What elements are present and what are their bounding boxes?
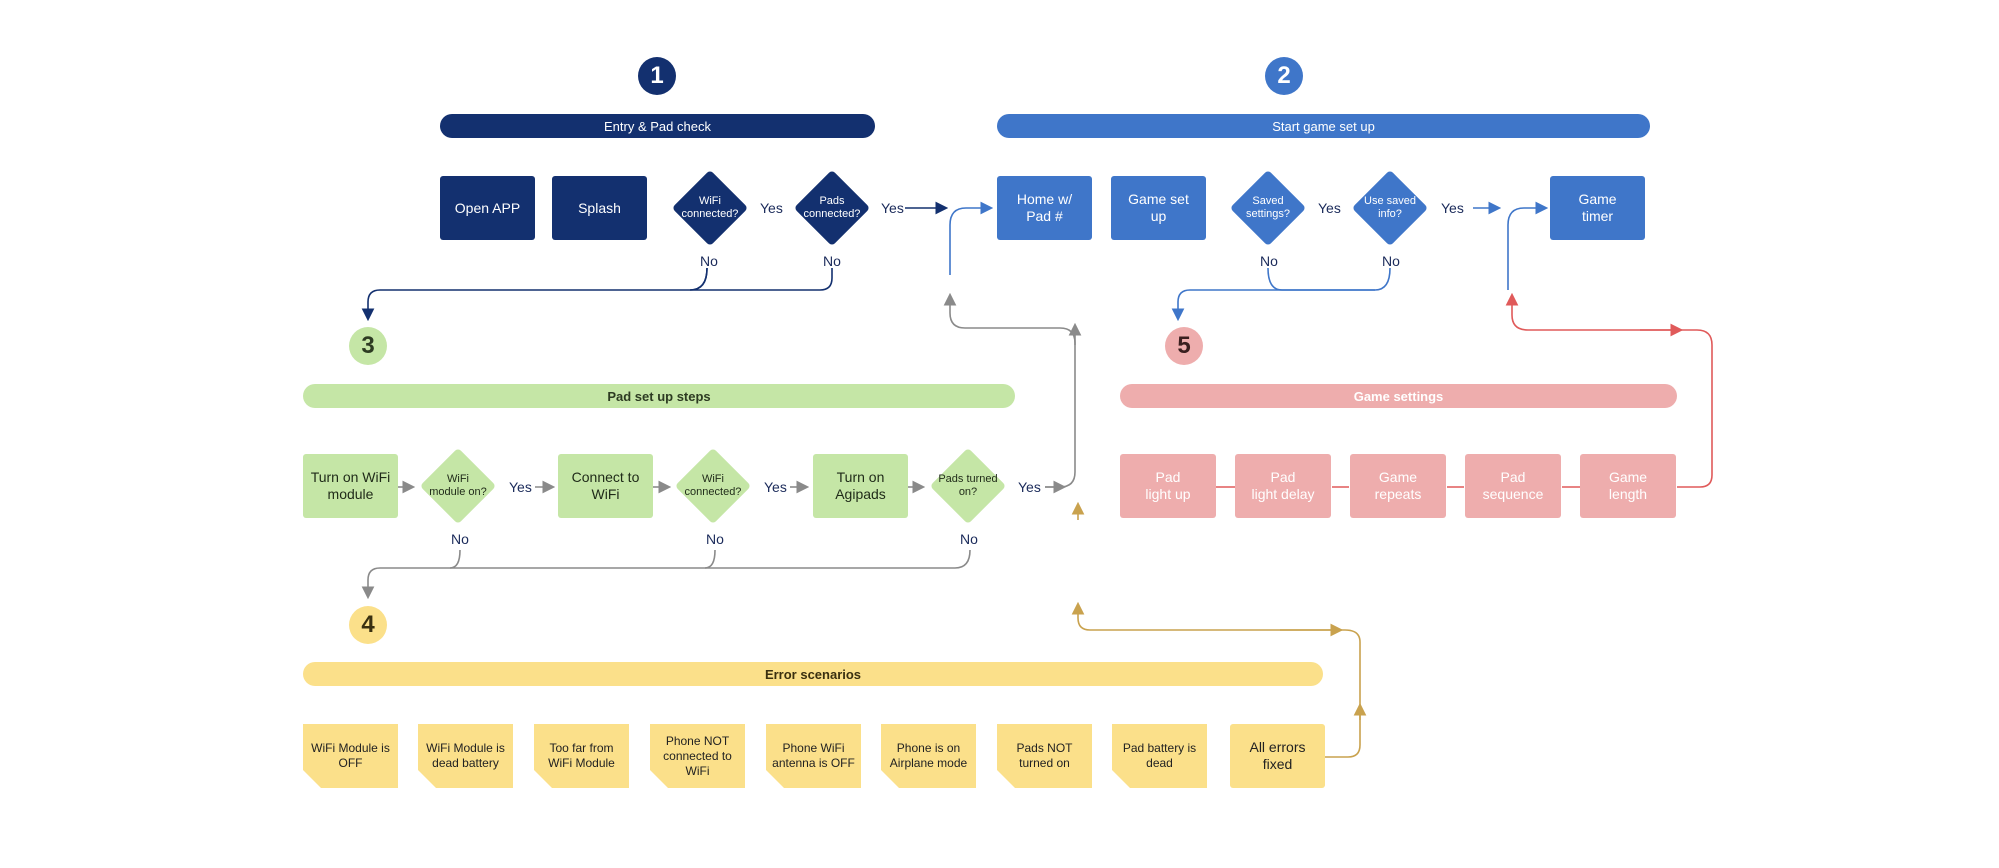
- all-errors-fixed-box: All errors fixed: [1230, 724, 1325, 788]
- section-5-number: 5: [1165, 327, 1203, 365]
- pads-turned-on-label: Pads turned on?: [938, 473, 998, 498]
- section-3-number: 3: [349, 327, 387, 365]
- error-card: WiFi Module is OFF: [303, 724, 398, 788]
- no-label: No: [451, 531, 469, 547]
- connect-wifi-box: Connect to WiFi: [558, 454, 653, 518]
- no-label: No: [700, 253, 718, 269]
- wifi-module-on-decision: WiFi module on?: [419, 447, 497, 525]
- section-3-title: Pad set up steps: [303, 384, 1015, 408]
- yes-label: Yes: [1018, 479, 1041, 495]
- line-no-to-section5: [1171, 267, 1391, 322]
- open-app-box: Open APP: [440, 176, 535, 240]
- wifi-connected-label: WiFi connected?: [681, 195, 739, 220]
- saved-settings-decision: Saved settings?: [1229, 169, 1307, 247]
- section-4-number: 4: [349, 606, 387, 644]
- error-card: Pad battery is dead: [1112, 724, 1207, 788]
- game-setup-box: Game set up: [1111, 176, 1206, 240]
- setting-pad-light-up: Pad light up: [1120, 454, 1216, 518]
- use-saved-decision: Use saved info?: [1351, 169, 1429, 247]
- setting-game-length: Game length: [1580, 454, 1676, 518]
- home-box: Home w/ Pad #: [997, 176, 1092, 240]
- yes-label: Yes: [509, 479, 532, 495]
- arrow-game-length-to-timer: [1505, 292, 1713, 488]
- turn-on-agipads-box: Turn on Agipads: [813, 454, 908, 518]
- yes-label: Yes: [764, 479, 787, 495]
- section-2-title: Start game set up: [997, 114, 1650, 138]
- wifi-connected-decision-2: WiFi connected?: [674, 447, 752, 525]
- turn-on-wifi-box: Turn on WiFi module: [303, 454, 398, 518]
- yes-label: Yes: [881, 200, 904, 216]
- wifi-connected-label-2: WiFi connected?: [684, 473, 742, 498]
- pads-turned-on-decision: Pads turned on?: [929, 447, 1007, 525]
- yes-label: Yes: [1441, 200, 1464, 216]
- error-card: Pads NOT turned on: [997, 724, 1092, 788]
- no-label: No: [1260, 253, 1278, 269]
- no-label: No: [960, 531, 978, 547]
- no-label: No: [823, 253, 841, 269]
- line-no-to-section4: [361, 549, 971, 600]
- error-card: Phone is on Airplane mode: [881, 724, 976, 788]
- section-5-title: Game settings: [1120, 384, 1677, 408]
- saved-settings-label: Saved settings?: [1245, 195, 1291, 220]
- wifi-connected-decision: WiFi connected?: [671, 169, 749, 247]
- setting-pad-light-delay: Pad light delay: [1235, 454, 1331, 518]
- error-card: Too far from WiFi Module: [534, 724, 629, 788]
- error-card: Phone WiFi antenna is OFF: [766, 724, 861, 788]
- setting-game-repeats: Game repeats: [1350, 454, 1446, 518]
- line-no-to-section3: [361, 267, 708, 322]
- splash-box: Splash: [552, 176, 647, 240]
- no-label: No: [706, 531, 724, 547]
- no-label: No: [1382, 253, 1400, 269]
- error-card: Phone NOT connected to WiFi: [650, 724, 745, 788]
- section-1-title: Entry & Pad check: [440, 114, 875, 138]
- arrow-to-timer: [1507, 201, 1549, 290]
- line-saved-no-join: [1267, 267, 1375, 291]
- wifi-module-on-label: WiFi module on?: [429, 473, 487, 498]
- setting-pad-sequence: Pad sequence: [1465, 454, 1561, 518]
- section-4-title: Error scenarios: [303, 662, 1323, 686]
- section-2-number: 2: [1265, 57, 1303, 95]
- arrow-all-errors-fixed: [1071, 601, 1361, 758]
- yes-label: Yes: [1318, 200, 1341, 216]
- yes-label: Yes: [760, 200, 783, 216]
- line-wifi-no-join: [689, 267, 833, 291]
- error-card: WiFi Module is dead battery: [418, 724, 513, 788]
- pads-connected-decision: Pads connected?: [793, 169, 871, 247]
- arrow-to-home: [949, 201, 994, 275]
- use-saved-label: Use saved info?: [1364, 195, 1416, 220]
- section-1-number: 1: [638, 57, 676, 95]
- game-timer-box: Game timer: [1550, 176, 1645, 240]
- pads-connected-label: Pads connected?: [803, 195, 861, 220]
